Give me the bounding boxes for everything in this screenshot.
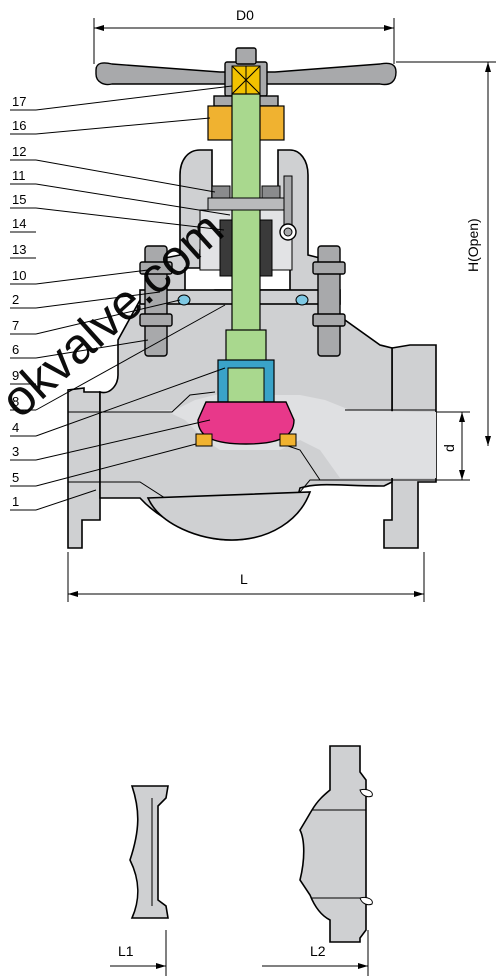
part-label-9: 9 [12,368,19,383]
dimension-l2: L2 [310,943,326,959]
part-label-3: 3 [12,444,19,459]
part-label-12: 12 [12,144,26,159]
disc-assembly [195,359,297,447]
part-label-6: 6 [12,342,19,357]
part-label-13: 13 [12,242,26,257]
packing [207,185,285,277]
dimension-l: L [240,571,248,587]
dimension-lines [67,18,496,602]
part-label-14: 14 [12,216,26,231]
part-label-4: 4 [12,420,19,435]
part-label-10: 10 [12,268,26,283]
eye-bolt [279,175,297,241]
part-label-1: 1 [12,494,19,509]
part-leaders [10,85,233,511]
dimension-d0: D0 [236,7,254,23]
part-label-7: 7 [12,318,19,333]
part-label-8: 8 [12,394,19,409]
part-labels: 17 16 12 11 15 14 13 10 2 7 6 9 8 4 3 5 … [12,94,26,509]
part-label-2: 2 [12,292,19,307]
part-label-11: 11 [12,168,26,183]
dimension-h-open: H(Open) [465,218,481,272]
handwheel [95,47,397,97]
dimension-l1: L1 [118,943,134,959]
dimension-d: d [441,444,457,452]
bonnet-bolts [139,245,346,357]
part-label-15: 15 [12,192,26,207]
part-label-5: 5 [12,470,19,485]
part-label-17: 17 [12,94,26,109]
part-label-16: 16 [12,118,26,133]
detail-l1-butt-weld: L1 [110,785,169,976]
detail-l2-flange: L2 [262,745,373,976]
